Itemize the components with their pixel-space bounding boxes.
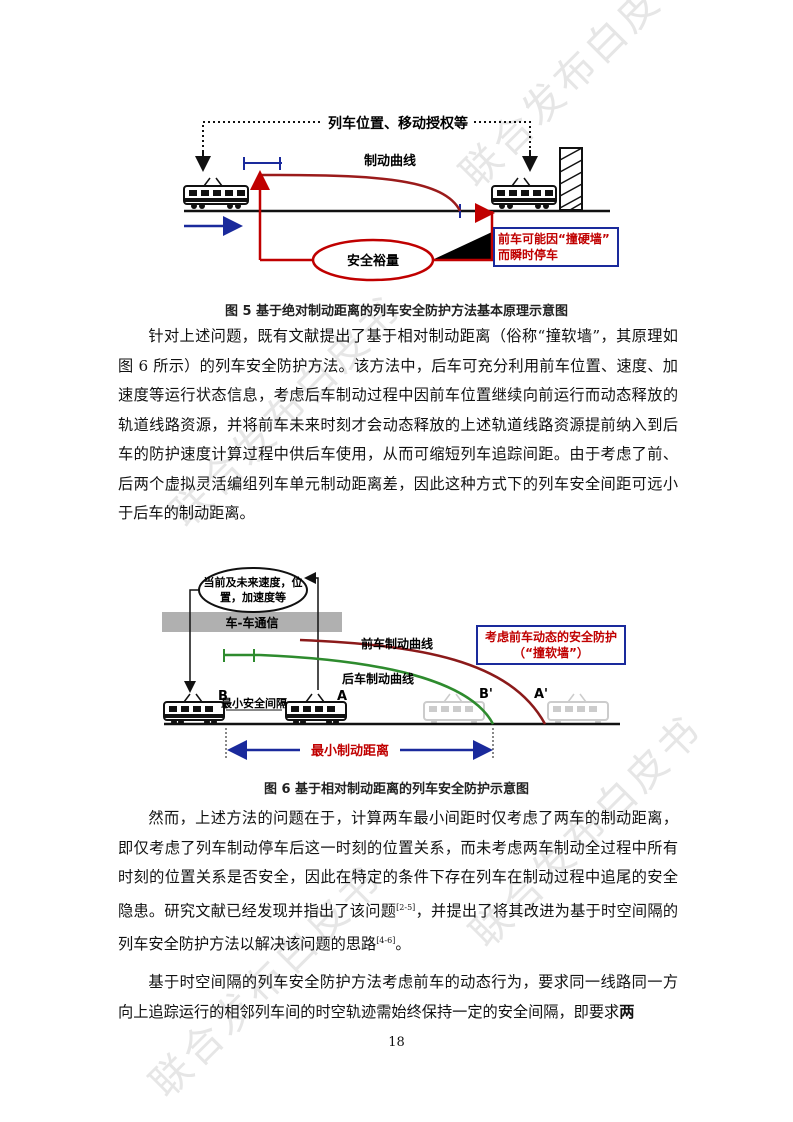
fig6-front-curve: 前车制动曲线 <box>361 636 433 651</box>
paragraph-2-text: 然而，上述方法的问题在于，计算两车最小间距时仅考虑了两车的制动距离，即仅考虑了列… <box>118 809 678 920</box>
ghost-train-icon <box>547 693 609 726</box>
citation-ref: [2-5] <box>396 902 416 912</box>
label-a-prime: A' <box>534 687 548 702</box>
paragraph-1: 针对上述问题，既有文献提出了基于相对制动距离（俗称“撞软墙”，其原理如图 6 所… <box>118 327 678 522</box>
fig6-min-brake: 最小制动距离 <box>311 743 389 759</box>
fig5-label-top: 列车位置、移动授权等 <box>328 115 468 132</box>
fig6-bubble-line2: 置，加速度等 <box>220 590 286 604</box>
fig6-rear-curve: 后车制动曲线 <box>342 671 414 686</box>
fig6-min-gap: 最小安全间隔 <box>221 696 287 710</box>
ghost-train-icon <box>423 693 485 726</box>
figure-6-caption: 图 6 基于相对制动距离的列车安全防护示意图 <box>263 782 530 797</box>
figure-5-caption: 图 5 基于绝对制动距离的列车安全防护方法基本原理示意图 <box>224 304 569 319</box>
fig6-warn-line2: （“撞软墙”） <box>513 645 589 660</box>
label-b-prime: B' <box>479 687 493 702</box>
rear-train-b-icon <box>163 693 225 726</box>
fig5-label-curve: 制动曲线 <box>364 153 416 169</box>
fig6-bubble-line1: 当前及未来速度，位 <box>204 575 303 589</box>
paragraph-2-text: 。 <box>395 935 411 954</box>
page-number: 18 <box>388 1035 405 1050</box>
paragraph-2-text: ，并提出了将其改进为基于时空间隔的列车安全防护方法以解决该问题的思路 <box>118 901 679 954</box>
fig6-warn-line1: 考虑前车动态的安全防护 <box>485 629 617 644</box>
paragraph-3-text: 基于时空间隔的列车安全防护方法考虑前车的动态行为，要求同一线路同一方向上追踪运行… <box>118 973 678 1021</box>
figure-5-diagram: 列车位置、移动授权等 制动曲线 安全裕量 前车可能因“撞硬墙” 而瞬时停车 <box>183 115 619 282</box>
paragraph-3: 基于时空间隔的列车安全防护方法考虑前车的动态行为，要求同一线路同一方向上追踪运行… <box>118 968 678 1027</box>
label-a: A <box>337 689 347 704</box>
figure-6-diagram: 车-车通信 当前及未来速度，位 置，加速度等 B A B' A' 最小安全间隔 … <box>162 567 626 760</box>
fig6-comm-label: 车-车通信 <box>226 615 279 630</box>
paragraph-3-bold: 两 <box>619 1002 635 1021</box>
citation-ref: [4-6] <box>376 936 396 946</box>
fig5-warn-line1: 前车可能因“撞硬墙” <box>498 231 610 246</box>
fig5-warn-line2: 而瞬时停车 <box>498 247 558 262</box>
fig5-label-margin: 安全裕量 <box>347 253 399 269</box>
label-b: B <box>218 689 228 704</box>
paragraph-2: 然而，上述方法的问题在于，计算两车最小间距时仅考虑了两车的制动距离，即仅考虑了列… <box>118 804 678 960</box>
